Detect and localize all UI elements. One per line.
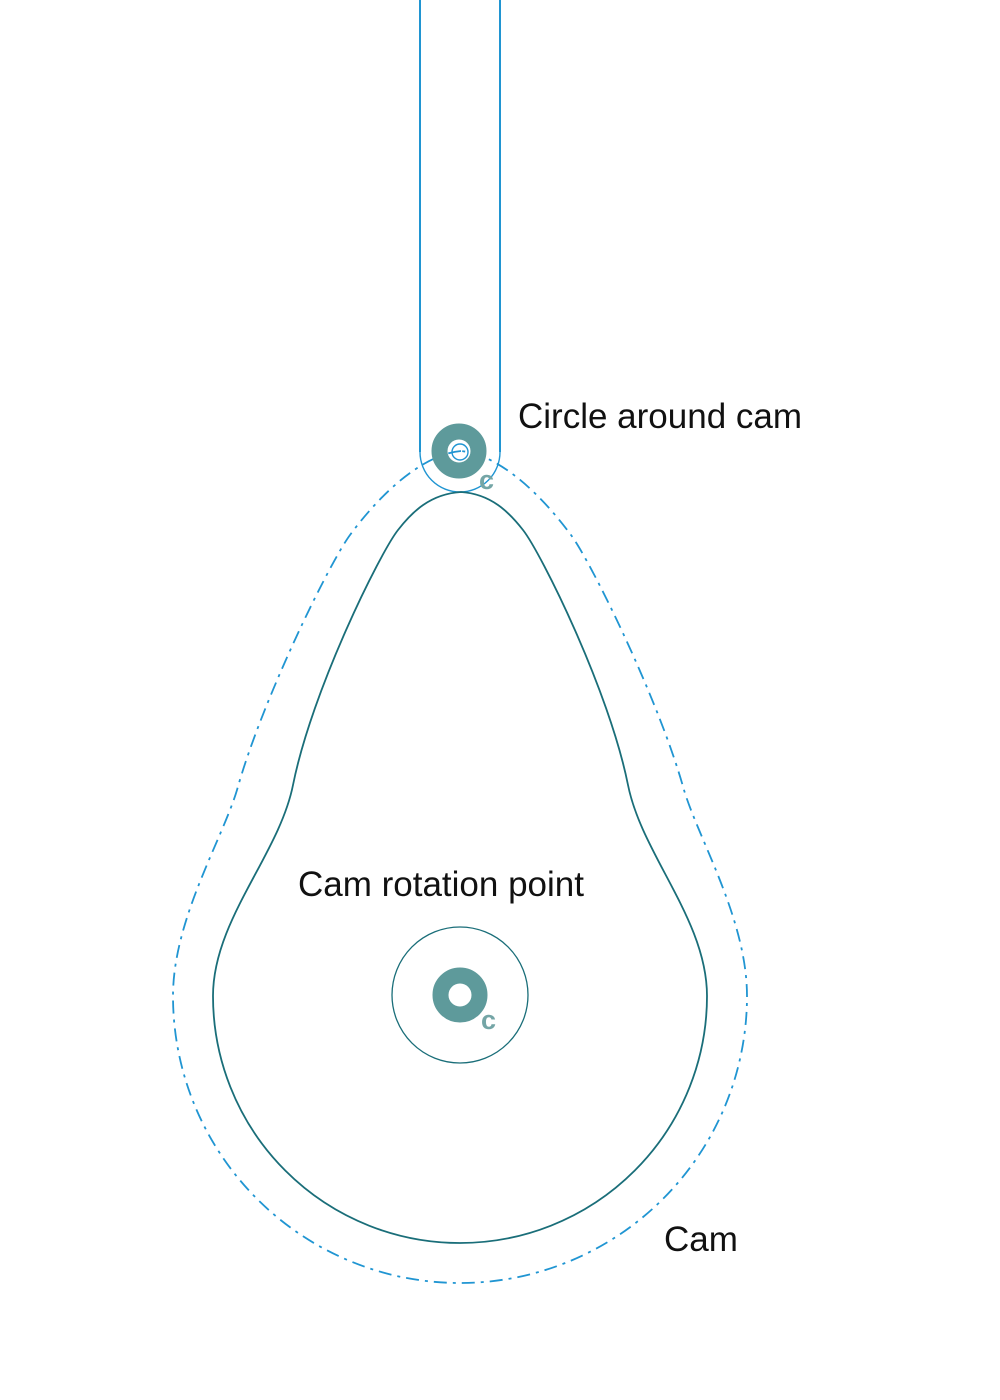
cam-rotation-circle: [391, 926, 529, 1064]
circle-around-cam-marker-subscript: c: [479, 465, 494, 495]
label-circle-around-cam: Circle around cam: [518, 397, 802, 436]
cam-profile-curve: [212, 491, 708, 1244]
cam-rotation-marker-subscript: c: [481, 1005, 496, 1035]
circle-around-cam-origin-marker-icon: [431, 423, 487, 479]
outer-pitch-curve: [172, 450, 748, 1284]
label-cam: Cam: [664, 1220, 738, 1259]
label-cam-rotation-point: Cam rotation point: [298, 865, 584, 904]
cam-rotation-origin-marker-icon: [432, 967, 488, 1023]
